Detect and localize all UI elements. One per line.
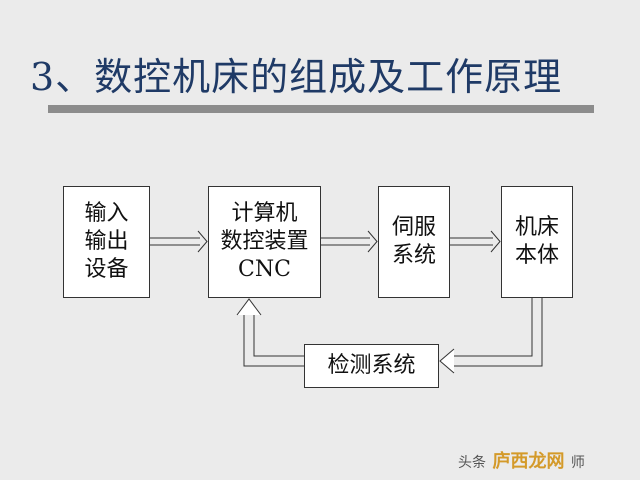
page-title: 3、数控机床的组成及工作原理 <box>30 55 563 99</box>
block-label: 设备 <box>84 257 129 282</box>
servo-system-block: 伺服 系统 <box>378 186 450 298</box>
block-label: 输出 <box>84 229 129 254</box>
arrow-detection-to-cnc <box>236 298 304 367</box>
title-divider <box>48 105 594 113</box>
block-label: 检测系统 <box>327 353 416 378</box>
watermark-suffix: 师 <box>570 455 585 471</box>
arrow-machine-to-detection <box>439 298 543 374</box>
arrow-cnc-to-servo <box>321 230 378 253</box>
watermark-main: 庐西龙网 <box>492 451 565 472</box>
watermark: 头条 庐西龙网 师 <box>458 447 585 473</box>
detection-system-block: 检测系统 <box>304 344 439 388</box>
block-label: 本体 <box>514 243 559 268</box>
block-label: 系统 <box>391 243 436 268</box>
io-device-block: 输入 输出 设备 <box>63 186 150 298</box>
block-label: 计算机 <box>231 201 298 226</box>
block-label: CNC <box>238 257 291 282</box>
cnc-block: 计算机 数控装置 CNC <box>208 186 321 298</box>
watermark-prefix: 头条 <box>458 455 486 471</box>
block-label: 伺服 <box>391 215 436 240</box>
machine-body-block: 机床 本体 <box>501 186 573 298</box>
block-label: 机床 <box>514 215 559 240</box>
block-label: 输入 <box>84 201 129 226</box>
block-label: 数控装置 <box>220 229 309 254</box>
arrow-io-to-cnc <box>150 230 208 253</box>
arrow-servo-to-machine <box>450 230 501 253</box>
